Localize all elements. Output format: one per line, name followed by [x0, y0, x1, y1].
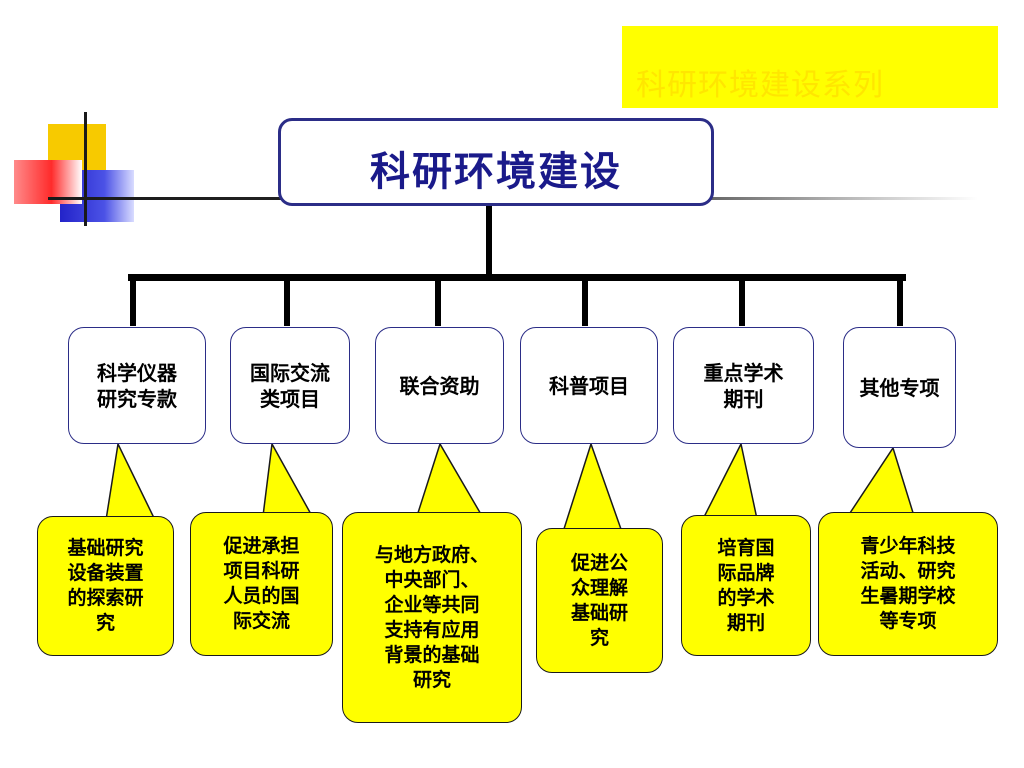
series-title-text: 科研环境建设系列	[636, 68, 884, 103]
branch-bar	[128, 274, 906, 281]
callout-note-1: 基础研究 设备装置 的探索研 究	[37, 516, 174, 656]
category-box-6: 其他专项	[843, 327, 956, 448]
decor-vertical-line	[84, 112, 87, 226]
category-box-1: 科学仪器 研究专款	[68, 327, 206, 444]
category-box-2: 国际交流 类项目	[230, 327, 350, 444]
callout-note-5: 培育国 际品牌 的学术 期刊	[681, 515, 811, 656]
callout-note-2: 促进承担 项目科研 人员的国 际交流	[190, 512, 333, 656]
callout-note-6: 青少年科技 活动、研究 生暑期学校 等专项	[818, 512, 998, 656]
callout-tail-5	[701, 441, 758, 520]
callout-tail-6	[846, 446, 916, 517]
callout-tail-2	[262, 441, 314, 517]
callout-tail-3	[415, 442, 484, 517]
category-box-3: 联合资助	[375, 327, 504, 444]
branch-drop-6	[897, 278, 903, 326]
callout-tail-1	[105, 441, 157, 521]
decor-red-bar	[14, 160, 82, 204]
branch-drop-1	[130, 278, 136, 326]
branch-drop-4	[582, 278, 588, 326]
branch-drop-2	[284, 278, 290, 326]
root-node: 科研环境建设	[278, 118, 714, 206]
callout-note-3: 与地方政府、 中央部门、 企业等共同 支持有应用 背景的基础 研究	[342, 512, 522, 723]
callout-note-4: 促进公 众理解 基础研 究	[536, 528, 663, 673]
callout-tail-4	[561, 441, 624, 533]
series-title-banner: 科研环境建设系列	[622, 26, 998, 108]
category-box-5: 重点学术 期刊	[673, 327, 814, 444]
root-connector	[486, 206, 492, 276]
root-node-label: 科研环境建设	[370, 149, 622, 195]
category-box-4: 科普项目	[520, 327, 658, 444]
branch-drop-3	[435, 278, 441, 326]
branch-drop-5	[739, 278, 745, 326]
